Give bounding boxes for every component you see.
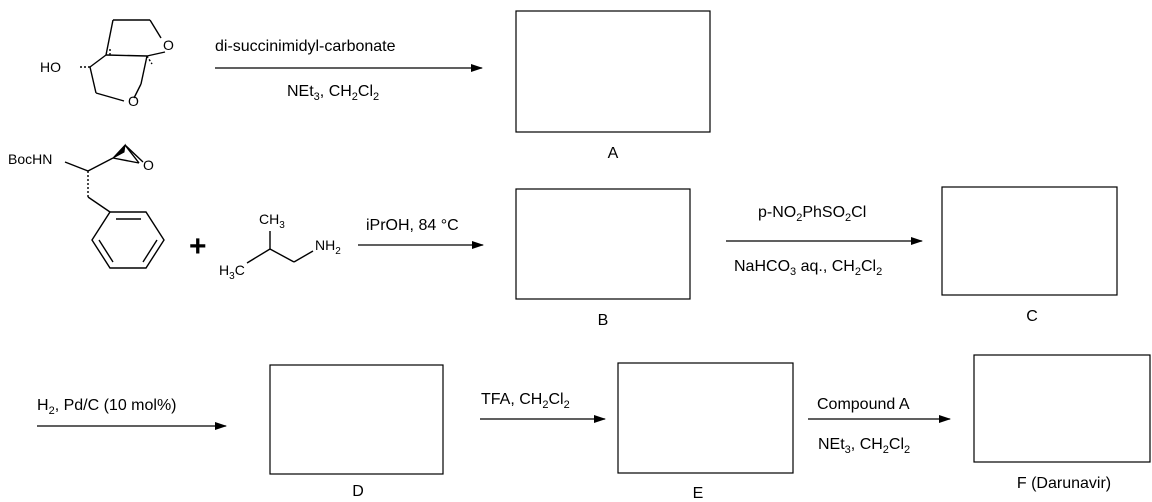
reagent-above-arrow-5-subscript: 2 bbox=[542, 399, 548, 411]
box-label-e: E bbox=[693, 485, 704, 502]
reagent-above-arrow-5-text: Cl bbox=[548, 391, 563, 408]
reagent-above-arrow-4-text: , Pd/C (10 mol%) bbox=[55, 397, 177, 414]
product-box-b bbox=[515, 188, 691, 300]
methyl-label: H3C bbox=[219, 262, 245, 282]
reagent-above-arrow-4-text: H bbox=[37, 397, 49, 414]
product-box-f bbox=[973, 354, 1151, 463]
reagent-below-arrow-3-text: aq., CH bbox=[796, 258, 855, 275]
reagent-above-arrow-3-subscript: 2 bbox=[796, 212, 802, 224]
reagent-below-arrow-6-text: Cl bbox=[889, 436, 904, 453]
reagent-below-arrow-6-subscript: 2 bbox=[883, 444, 889, 456]
methyl-label-carbon: C bbox=[235, 262, 245, 278]
epoxide-oxygen-label: O bbox=[143, 157, 154, 173]
bochn-label: BocHN bbox=[8, 151, 52, 167]
reagent-below-arrow-3-text: NaHCO bbox=[734, 258, 790, 275]
ring-oxygen-label: O bbox=[163, 37, 174, 53]
reagent-above-arrow-4-subscript: 2 bbox=[49, 405, 55, 417]
reagent-above-arrow-6: Compound A bbox=[817, 396, 910, 413]
reagent-above-arrow-3: p-NO2PhSO2Cl bbox=[758, 204, 866, 224]
reagent-below-arrow-6-text: NEt bbox=[818, 436, 845, 453]
hydroxyl-label: HO bbox=[40, 59, 61, 75]
amine-label-subscript: 2 bbox=[335, 246, 341, 257]
amine-label-text: NH bbox=[315, 237, 335, 253]
reagent-below-arrow-3-text: Cl bbox=[861, 258, 876, 275]
box-label-c: C bbox=[1026, 308, 1038, 325]
reagent-below-arrow-6-subscript: 2 bbox=[904, 444, 910, 456]
reagent-above-arrow-1: di-succinimidyl-carbonate bbox=[215, 38, 396, 55]
reagent-below-arrow-3-subscript: 2 bbox=[855, 266, 861, 278]
reagent-above-arrow-3-text: p-NO bbox=[758, 204, 796, 221]
methyl-label-subscript: 3 bbox=[229, 271, 235, 282]
box-label-d: D bbox=[352, 483, 364, 500]
bis-thf-alcohol-structure: HO O O bbox=[40, 19, 174, 109]
methyl-label: CH3 bbox=[259, 211, 285, 231]
reagent-below-arrow-1: NEt3, CH2Cl2 bbox=[287, 83, 379, 103]
methyl-label-text: H bbox=[219, 262, 229, 278]
isobutylamine-structure: CH3 H3C NH2 bbox=[219, 211, 341, 282]
ring-oxygen-label: O bbox=[128, 93, 139, 109]
plus-sign: + bbox=[189, 230, 207, 263]
reagent-above-arrow-4: H2, Pd/C (10 mol%) bbox=[37, 397, 177, 417]
reagent-below-arrow-1-text: Cl bbox=[358, 83, 373, 100]
reagent-above-arrow-5-text: TFA, CH bbox=[481, 391, 542, 408]
reagent-below-arrow-3-subscript: 2 bbox=[876, 266, 882, 278]
reagent-above-arrow-2: iPrOH, 84 °C bbox=[366, 217, 459, 234]
box-label-a: A bbox=[608, 145, 619, 162]
methyl-label-text: CH bbox=[259, 211, 279, 227]
reagent-below-arrow-3: NaHCO3 aq., CH2Cl2 bbox=[734, 258, 882, 278]
product-box-e bbox=[617, 362, 794, 474]
reagent-above-arrow-3-text: Cl bbox=[851, 204, 866, 221]
reagent-below-arrow-6: NEt3, CH2Cl2 bbox=[818, 436, 910, 456]
reagent-below-arrow-3-subscript: 3 bbox=[790, 266, 796, 278]
amine-label: NH2 bbox=[315, 237, 341, 257]
reagent-above-arrow-3-text: PhSO bbox=[802, 204, 845, 221]
product-box-c bbox=[941, 186, 1118, 296]
reagent-above-arrow-5: TFA, CH2Cl2 bbox=[481, 391, 570, 411]
reagent-below-arrow-1-subscript: 2 bbox=[352, 91, 358, 103]
reagent-above-arrow-5-subscript: 2 bbox=[564, 399, 570, 411]
product-box-d bbox=[269, 364, 444, 475]
reagent-below-arrow-1-text: , CH bbox=[320, 83, 352, 100]
reagent-below-arrow-6-text: , CH bbox=[851, 436, 883, 453]
reagent-below-arrow-1-subscript: 3 bbox=[314, 91, 320, 103]
methyl-label-subscript: 3 bbox=[279, 220, 285, 231]
product-box-a bbox=[515, 10, 711, 133]
boc-epoxide-structure: BocHN O bbox=[8, 143, 165, 269]
reagent-below-arrow-1-subscript: 2 bbox=[373, 91, 379, 103]
reagent-below-arrow-6-subscript: 3 bbox=[845, 444, 851, 456]
reagent-below-arrow-1-text: NEt bbox=[287, 83, 314, 100]
box-label-f: F (Darunavir) bbox=[1017, 475, 1111, 492]
reagent-above-arrow-3-subscript: 2 bbox=[845, 212, 851, 224]
box-label-b: B bbox=[598, 312, 609, 329]
